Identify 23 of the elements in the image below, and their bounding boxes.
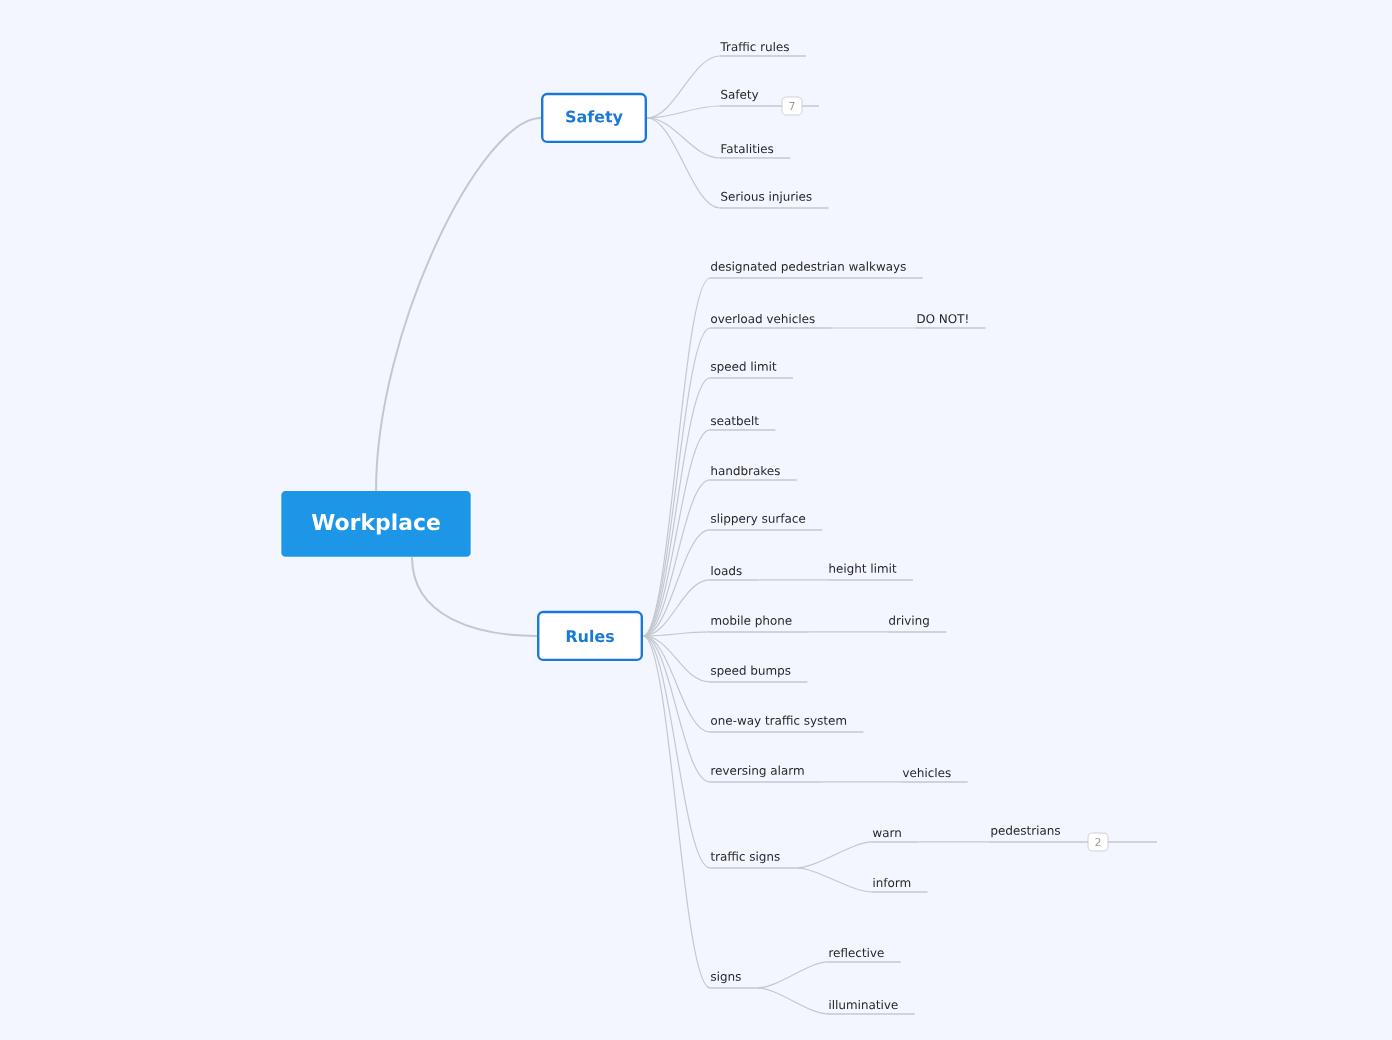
branch-line: [642, 635, 711, 783]
branch-line: [646, 117, 721, 209]
branch-line: [646, 105, 721, 119]
branch-line: [758, 579, 829, 581]
central-topic-box: Workplace: [281, 491, 471, 557]
branch-line: [917, 841, 991, 843]
branch-line: [411, 556, 538, 637]
branch-line: [642, 635, 711, 869]
branch-line: [375, 117, 542, 492]
branch-line: [796, 867, 873, 893]
branch-line: [642, 635, 711, 733]
branch-line: [757, 961, 829, 989]
branch-line: [642, 579, 711, 637]
branch-line: [820, 781, 903, 783]
branch-line: [646, 55, 721, 119]
branch-line: [642, 529, 711, 637]
branch-line: [757, 987, 829, 1015]
branch-line: [642, 631, 711, 637]
branch-line: [642, 635, 711, 683]
branch-line: [646, 117, 721, 159]
branch-line: [642, 635, 711, 989]
branch-line: [796, 841, 873, 869]
branch-line: [807, 631, 889, 633]
